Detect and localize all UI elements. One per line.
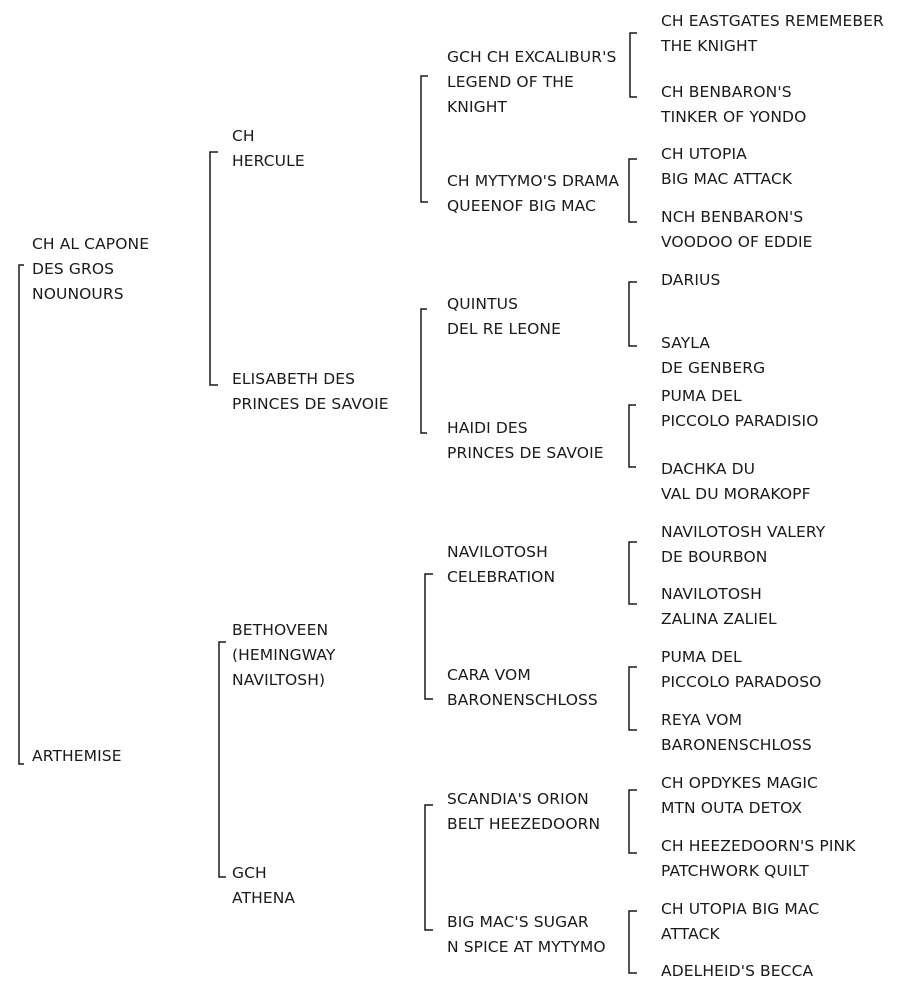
- bracket-g3-4: [628, 404, 636, 468]
- sd-top-sire-name: CH UTOPIA BIG MAC ATTACK: [661, 145, 793, 188]
- scandia-dam-name: CH HEEZEDOORN'S PINK PATCHWORK QUILT: [661, 837, 856, 880]
- bracket-dam-dam: [424, 804, 433, 931]
- scandia-name: SCANDIA'S ORION BELT HEEZEDOORN: [447, 790, 601, 833]
- bracket-dam-sire: [424, 573, 433, 700]
- bracket-g3-2: [628, 158, 637, 223]
- bracket-g3-3: [628, 281, 637, 347]
- cara-dam-name: REYA VOM BARONENSCHLOSS: [661, 711, 812, 754]
- haidi-name: HAIDI DES PRINCES DE SAVOIE: [447, 419, 604, 462]
- dam-dam-name: GCH ATHENA: [232, 864, 296, 907]
- sire-dam-name: ELISABETH DES PRINCES DE SAVOIE: [232, 370, 389, 413]
- sugar-sire-name: CH UTOPIA BIG MAC ATTACK: [661, 900, 820, 943]
- bracket-dam: [218, 641, 226, 878]
- ss-sire-name: CH EASTGATES REMEMEBER THE KNIGHT: [661, 12, 884, 55]
- bracket-g3-1: [629, 32, 637, 98]
- bracket-sire-sire: [420, 75, 428, 203]
- sugar-name: BIG MAC'S SUGAR N SPICE AT MYTYMO: [447, 913, 606, 956]
- subject-name: CH AL CAPONE DES GROS NOUNOURS: [32, 235, 150, 303]
- sire-dam-parent-name: CH MYTYMO'S DRAMA QUEENOF BIG MAC: [447, 172, 620, 215]
- ss-dam-name: CH BENBARON'S TINKER OF YONDO: [661, 83, 807, 126]
- quintus-name: QUINTUS DEL RE LEONE: [447, 295, 561, 338]
- sire-sire-name: GCH CH EXCALIBUR'S LEGEND OF THE KNIGHT: [447, 48, 617, 116]
- cara-name: CARA VOM BARONENSCHLOSS: [447, 666, 598, 709]
- bracket-g3-8: [628, 910, 637, 974]
- cara-sire-name: PUMA DEL PICCOLO PARADOSO: [661, 648, 822, 691]
- dam-sire-name: BETHOVEEN (HEMINGWAY NAVILTOSH): [232, 621, 336, 689]
- sugar-dam-name: ADELHEID'S BECCA: [661, 962, 814, 980]
- dam-name: ARTHEMISE: [32, 747, 122, 765]
- bracket-g3-7: [628, 789, 637, 854]
- celebration-name: NAVILOTOSH CELEBRATION: [447, 543, 556, 586]
- sd-top-dam-name: NCH BENBARON'S VOODOO OF EDDIE: [661, 208, 813, 251]
- quintus-sire-name: DARIUS: [661, 271, 721, 289]
- haidi-dam-name: DACHKA DU VAL DU MORAKOPF: [661, 460, 811, 503]
- scandia-sire-name: CH OPDYKES MAGIC MTN OUTA DETOX: [661, 774, 818, 817]
- bracket-sire-dam: [420, 308, 427, 434]
- sire-name: CH HERCULE: [232, 127, 305, 170]
- bracket-g3-6: [628, 666, 637, 731]
- bracket-subject: [18, 264, 24, 765]
- haidi-sire-name: PUMA DEL PICCOLO PARADISIO: [661, 387, 819, 430]
- bracket-sire: [209, 151, 218, 386]
- bracket-g3-5: [628, 541, 637, 605]
- celebration-dam-name: NAVILOTOSH ZALINA ZALIEL: [661, 585, 777, 628]
- quintus-dam-name: SAYLA DE GENBERG: [661, 334, 766, 377]
- celebration-sire-name: NAVILOTOSH VALERY DE BOURBON: [661, 523, 826, 566]
